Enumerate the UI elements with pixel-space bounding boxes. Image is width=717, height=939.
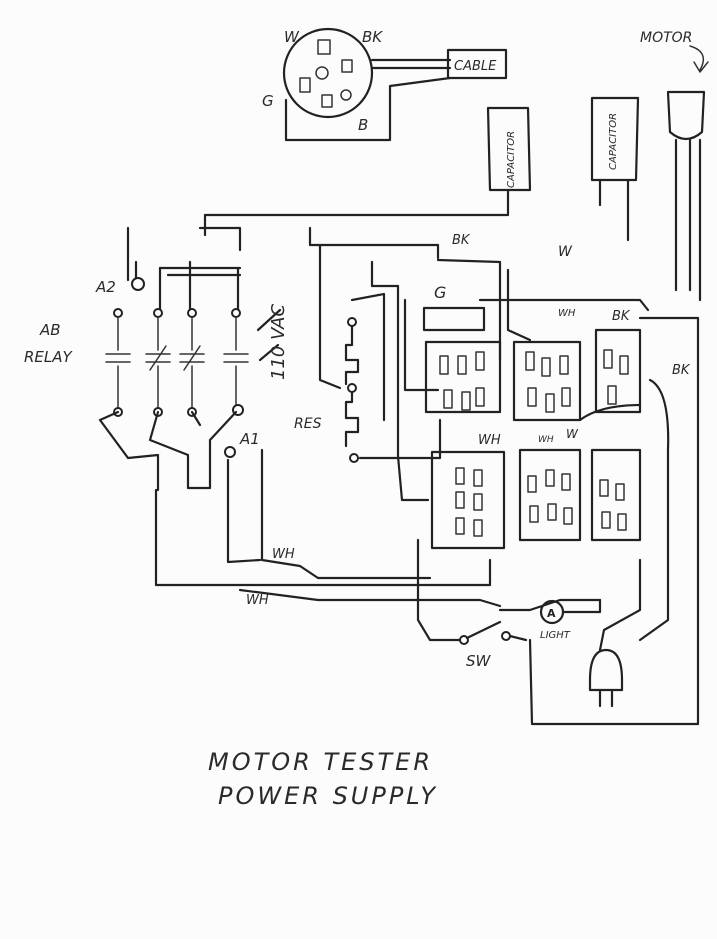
wire-label-5: BK: [672, 363, 691, 378]
pin-label-bk: BK: [362, 28, 383, 46]
switch: [459, 620, 528, 645]
pin-label-w: W: [284, 28, 300, 46]
capacitor-2-label: CAPACITOR: [608, 113, 619, 170]
wire-label-7: WH: [538, 435, 554, 445]
wire-label-3: WH: [558, 308, 576, 319]
cable-label: CABLE: [454, 59, 497, 74]
switch-label: SW: [466, 652, 492, 670]
pin-label-b: B: [358, 116, 368, 134]
lamp-symbol: A: [547, 607, 556, 620]
capacitor-1: [203, 106, 532, 237]
wire-label-10: WH: [246, 593, 269, 608]
relay-name-relay: RELAY: [24, 348, 74, 366]
power-plug: [588, 558, 642, 708]
motor-arrow: [689, 45, 709, 73]
outer-wire-loop: [528, 316, 700, 726]
resistor-label: RES: [294, 416, 322, 432]
resistor-bank: [344, 317, 360, 463]
wire-label-8: W: [566, 427, 579, 441]
ground-label: G: [434, 283, 446, 302]
voltage-label: 110 VAC: [268, 304, 289, 380]
wire-label-9: WH: [272, 547, 295, 562]
wire-label-1: BK: [452, 233, 471, 248]
title-line-1: MOTOR TESTER: [208, 748, 433, 776]
main-wiring: [154, 226, 650, 642]
relay-name-ab: AB: [39, 321, 61, 339]
connector-plug: [282, 27, 452, 142]
relay-terminal-a1: A1: [239, 430, 260, 448]
cable-box: [446, 48, 508, 80]
pin-label-g: G: [262, 92, 274, 110]
capacitor-1-label: CAPACITOR: [506, 131, 517, 188]
wire-label-4: BK: [612, 309, 631, 324]
a1-terminal-dot: [224, 446, 236, 458]
motor-label: MOTOR: [640, 30, 692, 46]
capacitor-2: [590, 96, 640, 242]
terminal-block-group: [424, 328, 642, 550]
lamp-label: LIGHT: [540, 630, 571, 641]
relay-terminal-a2: A2: [95, 278, 116, 296]
ab-relay: [98, 226, 282, 492]
title-line-2: POWER SUPPLY: [218, 782, 438, 810]
lamp: [539, 598, 602, 625]
wire-label-6: WH: [478, 433, 501, 448]
wire-label-2: W: [558, 244, 573, 260]
motor-plug: [666, 90, 706, 302]
